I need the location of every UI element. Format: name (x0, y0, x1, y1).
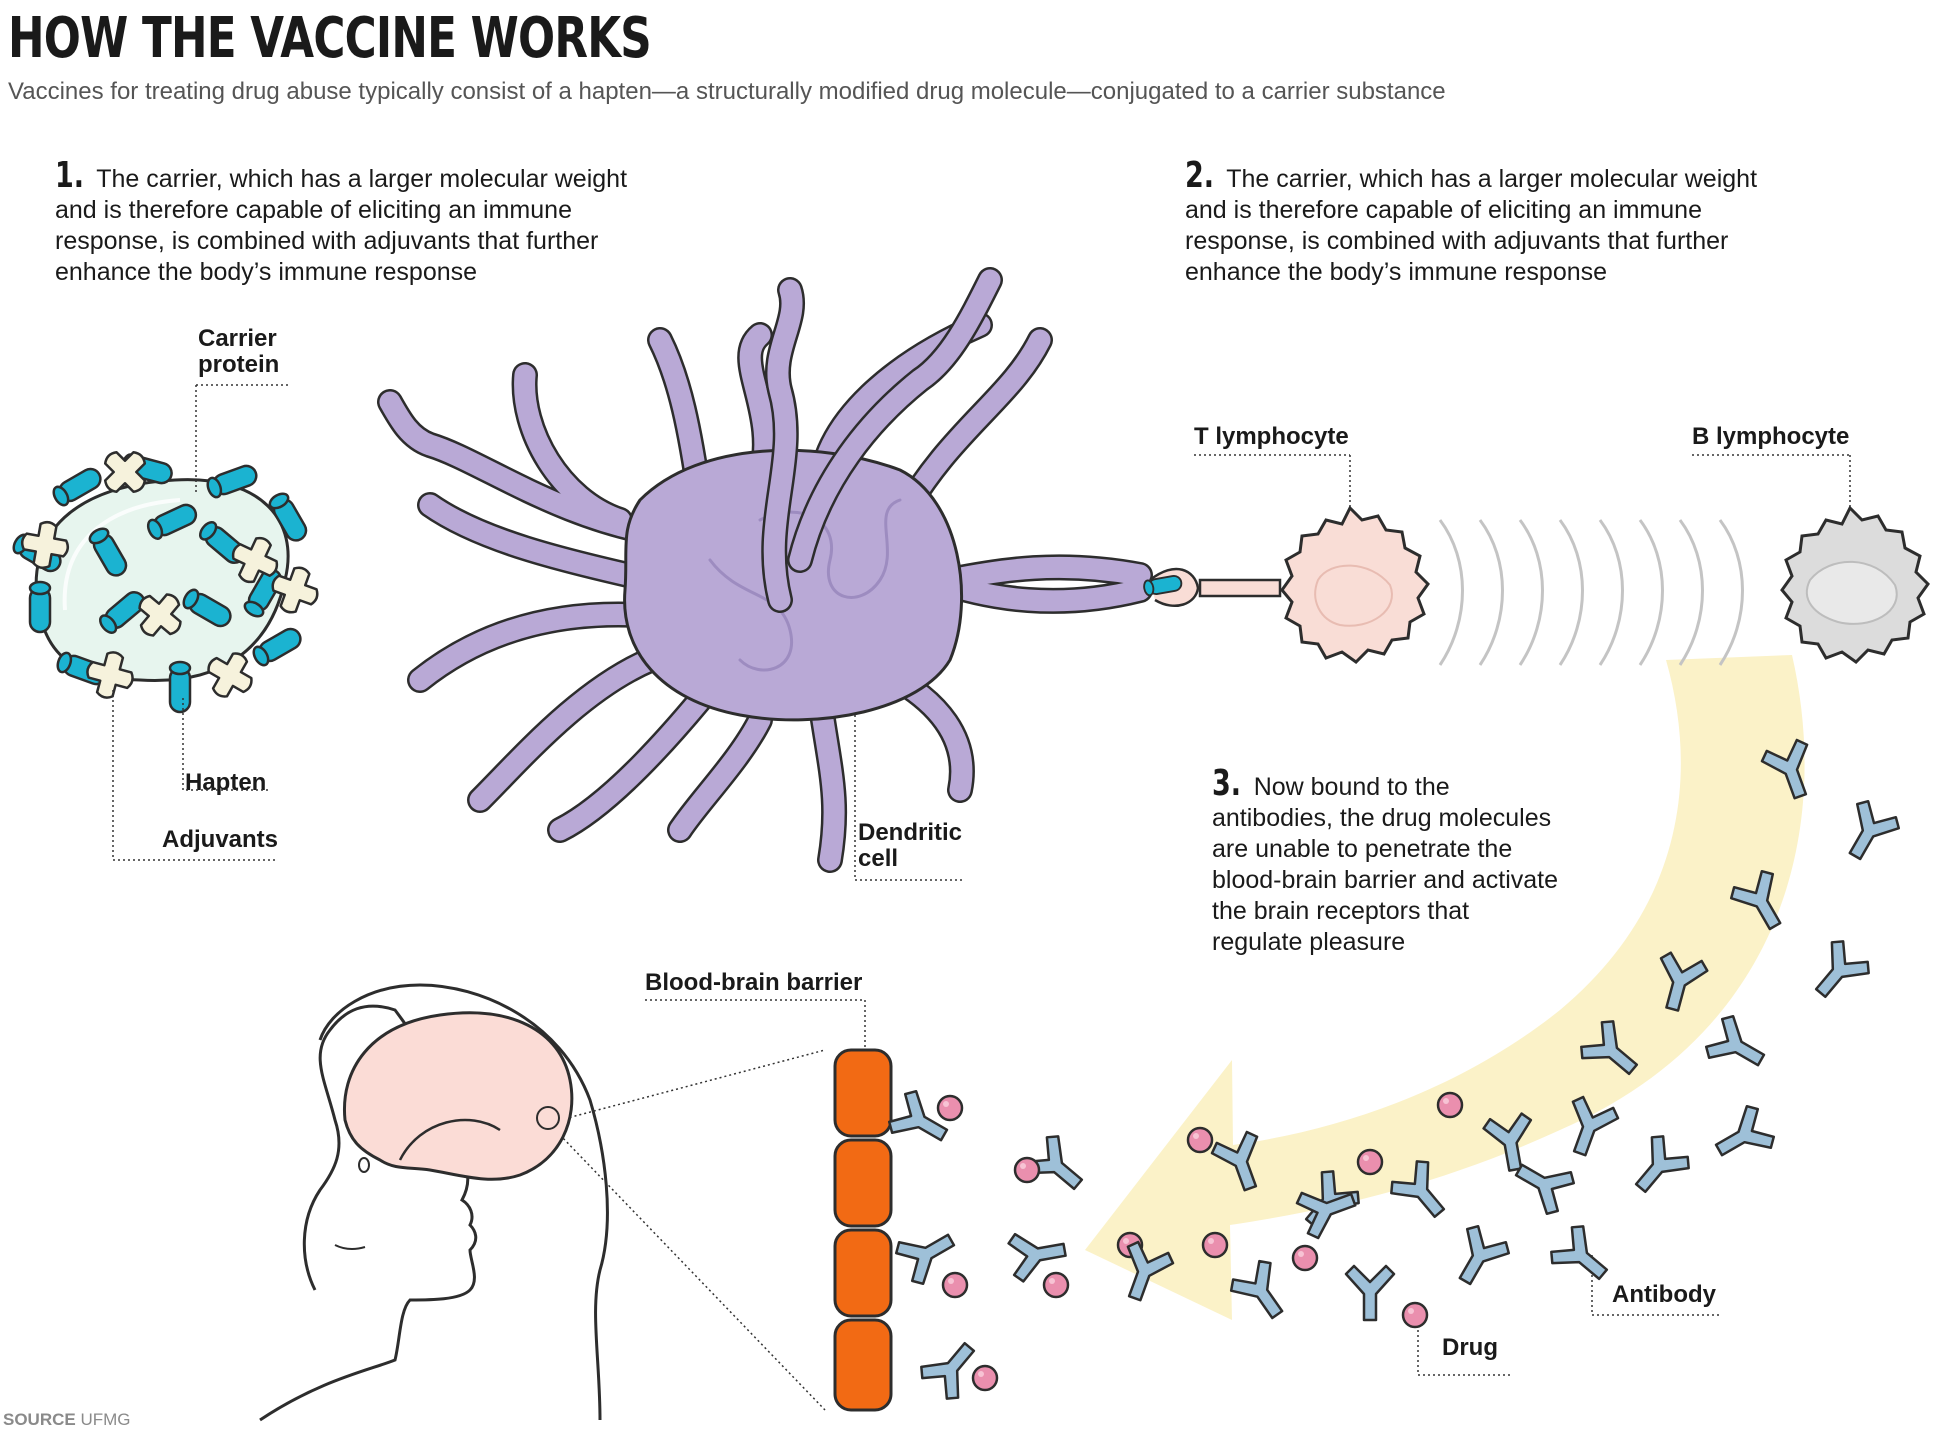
signal-waves (1438, 519, 1744, 666)
step-3: 3. Now bound to the antibodies, the drug… (1212, 763, 1562, 958)
zoom-line-top (559, 1049, 826, 1121)
step-2-number: 2. (1185, 155, 1215, 196)
t-lymphocyte (1280, 505, 1430, 664)
step-1-number: 1. (55, 155, 85, 196)
page-title: HOW THE VACCINE WORKS (8, 6, 652, 71)
step-1: 1. The carrier, which has a larger molec… (55, 155, 655, 288)
zoom-line-bottom (559, 1134, 826, 1411)
bbb-leader (645, 999, 866, 1050)
dendritic-leader (854, 680, 965, 881)
adjuvants-leader (112, 690, 278, 861)
step-1-text: The carrier, which has a larger molecula… (55, 165, 628, 286)
blood-brain-barrier-label: Blood-brain barrier (645, 969, 863, 996)
step-3-number: 3. (1212, 763, 1242, 804)
hapten-label: Hapten (185, 769, 267, 796)
b-lymphocyte (1780, 505, 1930, 664)
antibody-label: Antibody (1612, 1281, 1716, 1308)
blood-brain-barrier (833, 1048, 893, 1412)
page-subtitle: Vaccines for treating drug abuse typical… (8, 78, 1446, 105)
adjuvants-label: Adjuvants (162, 826, 279, 853)
t-lymphocyte-label: T lymphocyte (1194, 423, 1349, 450)
head-illustration (259, 983, 609, 1422)
antigen-presentation (1142, 567, 1282, 607)
drug-label: Drug (1442, 1334, 1498, 1361)
antibody-leader (1591, 1255, 1720, 1316)
step-2: 2. The carrier, which has a larger molec… (1185, 155, 1785, 288)
dendritic-cell-label: Dendritic cell (858, 819, 963, 872)
leader-lines (112, 384, 1851, 1411)
antibody-drug-complex-group (883, 1085, 1178, 1406)
hapten-leader (182, 698, 270, 791)
dendritic-cell (377, 267, 1153, 873)
step-3-text: Now bound to the antibodies, the drug mo… (1212, 773, 1559, 956)
source-note: SOURCE UFMG (3, 1410, 131, 1429)
b-lymphocyte-label: B lymphocyte (1692, 423, 1850, 450)
step-2-text: The carrier, which has a larger molecula… (1185, 165, 1758, 286)
carrier-protein-label: Carrier protein (198, 325, 280, 378)
drug-leader (1417, 1330, 1510, 1376)
antibody-flow-arrow (1085, 655, 1805, 1320)
